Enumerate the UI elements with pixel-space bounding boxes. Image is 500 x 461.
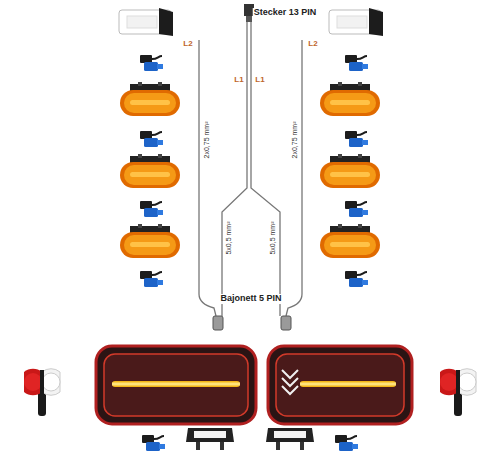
wire-name: L1: [254, 76, 265, 85]
wire-name: L2: [307, 40, 318, 49]
connector-label: Bajonett 5 PIN: [219, 294, 282, 304]
plug-label: Stecker 13 PIN: [253, 8, 318, 18]
wire-name: L1: [233, 76, 244, 85]
cable-spec: 5x0,5 mm²: [225, 220, 233, 255]
wire-name: L2: [182, 40, 193, 49]
cable-spec: 2x0,75 mm²: [203, 121, 211, 160]
cable-spec: 5x0,5 mm²: [269, 220, 277, 255]
cable-spec: 2x0,75 mm²: [291, 121, 299, 160]
